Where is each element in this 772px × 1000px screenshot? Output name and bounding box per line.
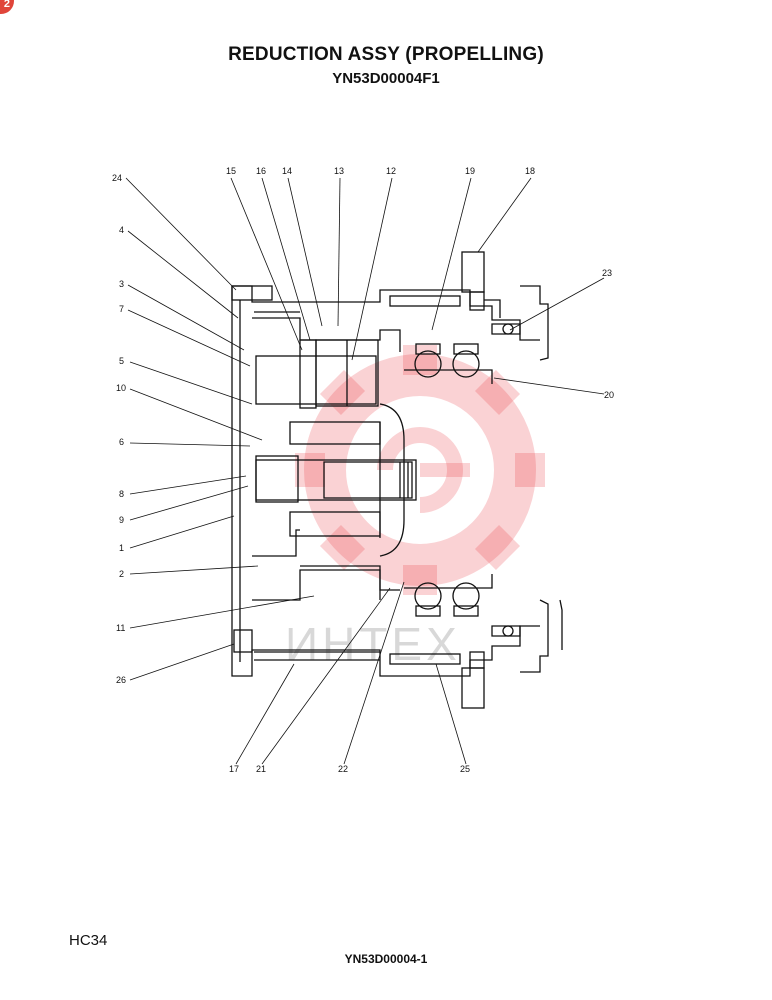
- callout-6: 6: [119, 437, 124, 447]
- callout-labels: 24 4 3 7 5 10 6 8 9 1 2 11 26 15 16 14 1…: [112, 166, 614, 774]
- callout-3: 3: [119, 279, 124, 289]
- callout-2: 2: [119, 569, 124, 579]
- callout-4: 4: [119, 225, 124, 235]
- callout-17: 17: [229, 764, 239, 774]
- callout-24: 24: [112, 173, 122, 183]
- callout-12: 12: [386, 166, 396, 176]
- drawing-number: YN53D00004-1: [344, 952, 428, 966]
- callout-18: 18: [525, 166, 535, 176]
- leader-lines: [125, 177, 605, 765]
- page-title: REDUCTION ASSY (PROPELLING): [228, 44, 544, 65]
- watermark-gear-logo: [295, 345, 545, 595]
- callout-15: 15: [226, 166, 236, 176]
- callout-7: 7: [119, 304, 124, 314]
- callout-14: 14: [282, 166, 292, 176]
- callout-23: 23: [602, 268, 612, 278]
- callout-16: 16: [256, 166, 266, 176]
- callout-21: 21: [256, 764, 266, 774]
- callout-13: 13: [334, 166, 344, 176]
- callout-10: 10: [116, 383, 126, 393]
- callout-25: 25: [460, 764, 470, 774]
- callout-1: 1: [119, 543, 124, 553]
- callout-19: 19: [465, 166, 475, 176]
- callout-8: 8: [119, 489, 124, 499]
- callout-9: 9: [119, 515, 124, 525]
- callout-22: 22: [338, 764, 348, 774]
- watermark-text: ИНТЕХ: [285, 618, 461, 670]
- cross-section-outline: [231, 251, 563, 709]
- callout-20: 20: [604, 390, 614, 400]
- callout-26: 26: [116, 675, 126, 685]
- part-number-subtitle: YN53D00004F1: [332, 70, 440, 87]
- callout-11: 11: [116, 623, 125, 633]
- callout-5: 5: [119, 356, 124, 366]
- page-code: HC34: [69, 932, 108, 949]
